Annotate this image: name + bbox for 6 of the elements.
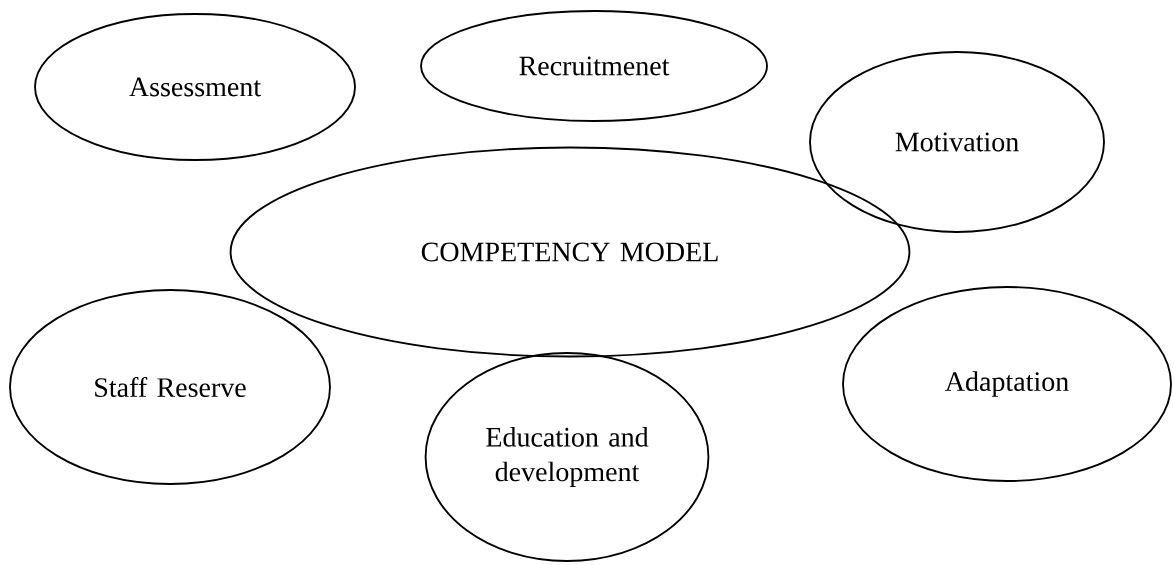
ellipse-node: Staff Reserve: [9, 289, 331, 485]
ellipse-node: Recruitmenet: [420, 10, 768, 122]
ellipse-node: Adaptation: [842, 286, 1172, 482]
ellipse-node: Assessment: [34, 13, 356, 161]
ellipse-node: Education and development: [424, 352, 710, 562]
ellipse-node: Motivation: [809, 51, 1105, 233]
